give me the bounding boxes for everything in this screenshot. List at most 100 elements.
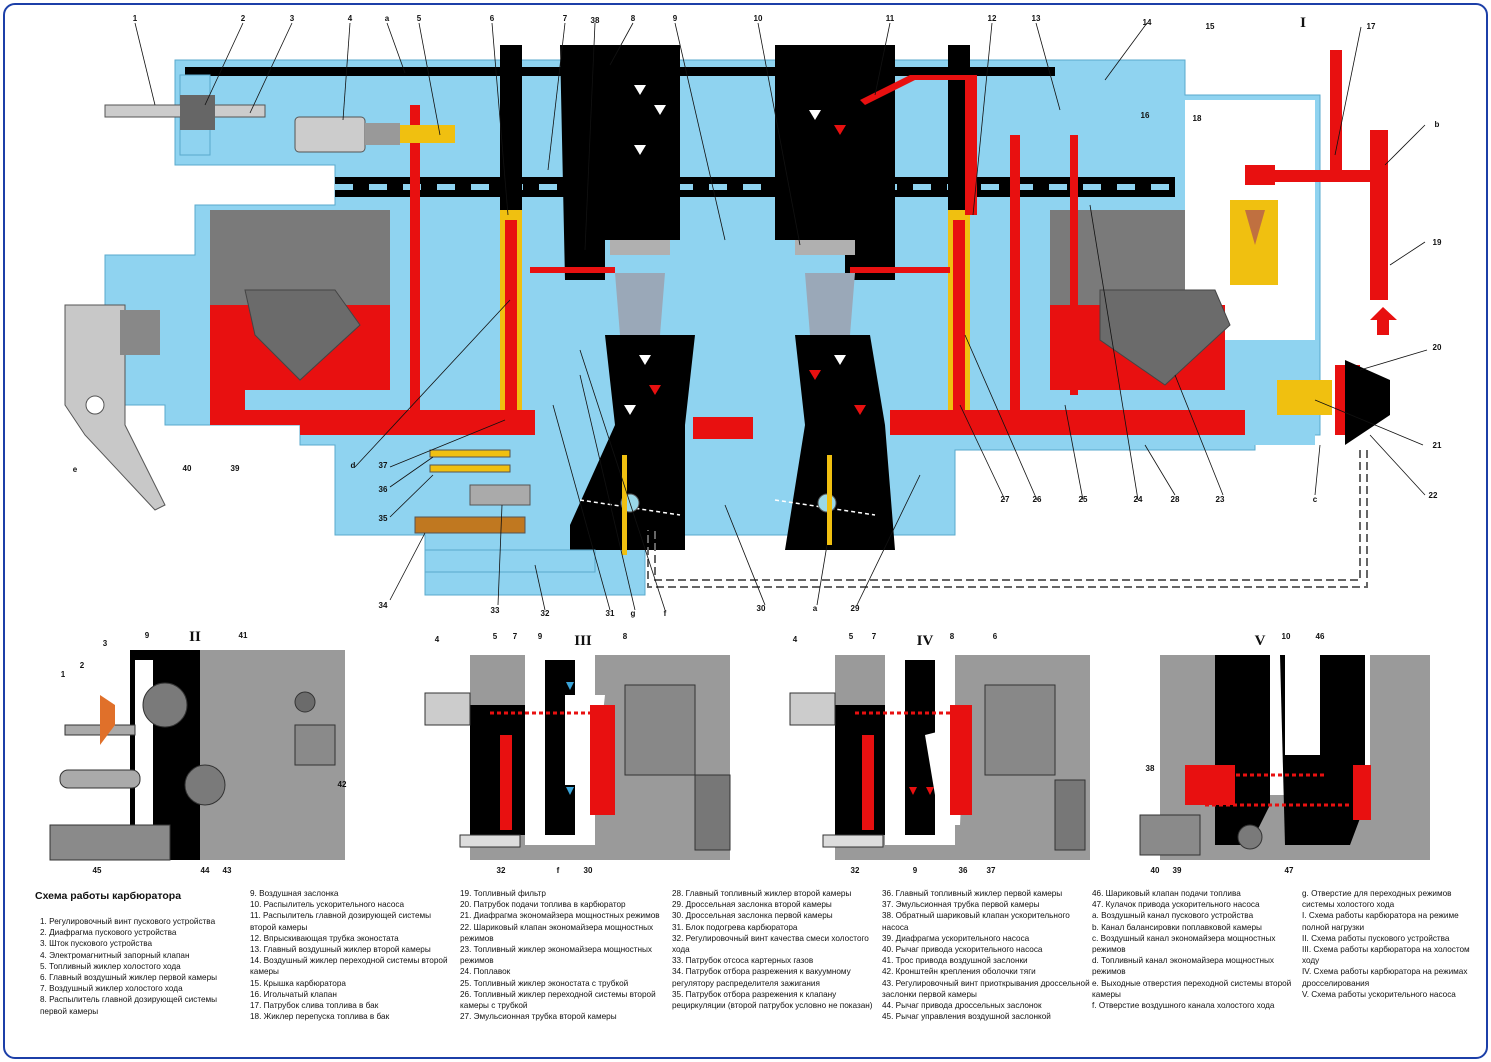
- callout-label: b: [1435, 120, 1440, 129]
- legend-item: 17. Патрубок слива топлива в бак: [250, 1001, 379, 1011]
- legend-item: 31. Блок подогрева карбюратора: [672, 922, 798, 932]
- callout-label: 1: [133, 14, 138, 23]
- legend-item: 12. Впрыскивающая трубка эконостата: [250, 933, 399, 943]
- legend-col-6: 46. Шариковый клапан подачи топлива 47. К…: [1092, 888, 1297, 1011]
- callout-label-III: 8: [623, 632, 628, 641]
- callout-label-II: 42: [338, 780, 347, 789]
- legend-col-2: 9. Воздушная заслонка 10. Распылитель уск…: [250, 888, 455, 1022]
- callout-label: 24: [1134, 495, 1143, 504]
- callout-label: 5: [417, 14, 422, 23]
- callout-label: c: [1313, 495, 1318, 504]
- callout-label-IV: 32: [851, 866, 860, 875]
- carburetor-diagram: 1234a56789101112131415I171816b19202122c2…: [49, 14, 1442, 875]
- callout-label: 33: [491, 606, 500, 615]
- callout-label: 28: [1171, 495, 1180, 504]
- callout-label: a: [385, 14, 390, 23]
- callout-label: 19: [1433, 238, 1442, 247]
- legend-col-3: 19. Топливный фильтр 20. Патрубок подачи …: [460, 888, 672, 1022]
- callout-label: 25: [1079, 495, 1088, 504]
- callout-label: 13: [1032, 14, 1041, 23]
- callout-label: 16: [1141, 111, 1150, 120]
- legend-item: 4. Электромагнитный запорный клапан: [40, 950, 190, 960]
- roman-numeral-IV: IV: [917, 633, 934, 649]
- sub-diagram-III: [424, 655, 731, 860]
- legend-item: 43. Регулировочный винт приоткрывания др…: [882, 978, 1090, 999]
- legend-item: 23. Топливный жиклер экономайзера мощнос…: [460, 945, 653, 966]
- legend-title: Схема работы карбюратора: [35, 890, 182, 902]
- callout-label-III: f: [557, 866, 560, 875]
- legend-item: 9. Воздушная заслонка: [250, 889, 339, 898]
- legend-item: II. Схема работы пускового устройства: [1302, 933, 1450, 943]
- callout-label-II: 43: [223, 866, 232, 875]
- callout-label-IV: 9: [913, 866, 918, 875]
- legend-item: 1. Регулировочный винт пускового устройс…: [40, 917, 216, 926]
- legend-item: III. Схема работы карбюратора на холосто…: [1302, 945, 1470, 966]
- legend-item: I. Схема работы карбюратора на режиме по…: [1302, 911, 1459, 932]
- callout-label: 7: [563, 14, 568, 23]
- legend-item: e. Выходные отверстия переходной системы…: [1092, 978, 1292, 999]
- roman-numeral-III: III: [574, 633, 592, 649]
- callout-label: 8: [631, 14, 636, 23]
- callout-label: a: [813, 604, 818, 613]
- callout-label-III: 30: [584, 866, 593, 875]
- callout-label: 11: [886, 14, 895, 23]
- callout-label-IV: 8: [950, 632, 955, 641]
- legend-item: 47. Кулачок привода ускорительного насос…: [1092, 900, 1260, 910]
- callout-label: 37: [379, 461, 388, 470]
- legend-item: 16. Игольчатый клапан: [250, 989, 337, 999]
- callout-label-V: 10: [1282, 632, 1291, 641]
- legend-item: 10. Распылитель ускорительного насоса: [250, 900, 405, 910]
- legend-item: 46. Шариковый клапан подачи топлива: [1092, 889, 1241, 898]
- callout-label: f: [664, 609, 667, 618]
- callout-label: 14: [1143, 18, 1152, 27]
- callout-label-V: 47: [1285, 866, 1294, 875]
- legend-item: 20. Патрубок подачи топлива в карбюратор: [460, 900, 626, 910]
- legend-col-4: 28. Главный топливный жиклер второй каме…: [672, 888, 882, 1011]
- callout-label: 21: [1433, 441, 1442, 450]
- callout-label-II: 2: [80, 661, 85, 670]
- callout-label-V: 39: [1173, 866, 1182, 875]
- callout-label: 30: [757, 604, 766, 613]
- callout-label-V: 40: [1151, 866, 1160, 875]
- legend-item: 18. Жиклер перепуска топлива в бак: [250, 1012, 390, 1022]
- legend-item: 27. Эмульсионная трубка второй камеры: [460, 1012, 617, 1022]
- legend-item: 28. Главный топливный жиклер второй каме…: [672, 889, 852, 898]
- legend-item: V. Схема работы ускорительного насоса: [1302, 989, 1456, 999]
- legend-item: 15. Крышка карбюратора: [250, 978, 346, 988]
- callout-label-III: 5: [493, 632, 498, 641]
- legend-item: 38. Обратный шариковый клапан ускоритель…: [882, 911, 1070, 932]
- callout-label: 9: [673, 14, 678, 23]
- callout-label: 17: [1367, 22, 1376, 31]
- legend-item: 11. Распылитель главной дозирующей систе…: [250, 911, 432, 932]
- legend-item: 35. Патрубок отбора разрежения к клапану…: [672, 989, 873, 1011]
- sub-diagram-IV: [789, 655, 1090, 860]
- callout-label: 6: [490, 14, 495, 23]
- callout-label-V: 46: [1316, 632, 1325, 641]
- callout-label: 32: [541, 609, 550, 618]
- callout-label: 15: [1206, 22, 1215, 31]
- callout-label: 2: [241, 14, 246, 23]
- legend-item: 8. Распылитель главной дозирующей систем…: [40, 995, 218, 1016]
- legend-item: 19. Топливный фильтр: [460, 889, 546, 898]
- callout-label-IV: 36: [959, 866, 968, 875]
- callout-label: 3: [290, 14, 295, 23]
- callout-label-V: 38: [1146, 764, 1155, 773]
- callout-label-II: 9: [145, 631, 150, 640]
- callout-label-IV: 5: [849, 632, 854, 641]
- roman-numeral-V: V: [1255, 633, 1266, 649]
- legend-item: 24. Поплавок: [460, 967, 511, 977]
- callout-label-III: 32: [497, 866, 506, 875]
- legend-item: c. Воздушный канал экономайзера мощностн…: [1092, 933, 1276, 955]
- sub-diagram-II: [49, 650, 345, 861]
- callout-label-IV: 37: [987, 866, 996, 875]
- main-carburetor-section: [64, 45, 1397, 596]
- legend-item: 25. Топливный жиклер эконостата с трубко…: [460, 978, 629, 988]
- legend-item: 42. Кронштейн крепления оболочки тяги: [882, 967, 1036, 977]
- legend-item: 36. Главный топливный жиклер первой каме…: [882, 889, 1063, 898]
- legend-col-7: g. Отверстие для переходных режимов сист…: [1302, 888, 1482, 1000]
- callout-label-II: 1: [61, 670, 66, 679]
- callout-label-III: 9: [538, 632, 543, 641]
- legend-item: 37. Эмульсионная трубка первой камеры: [882, 900, 1040, 910]
